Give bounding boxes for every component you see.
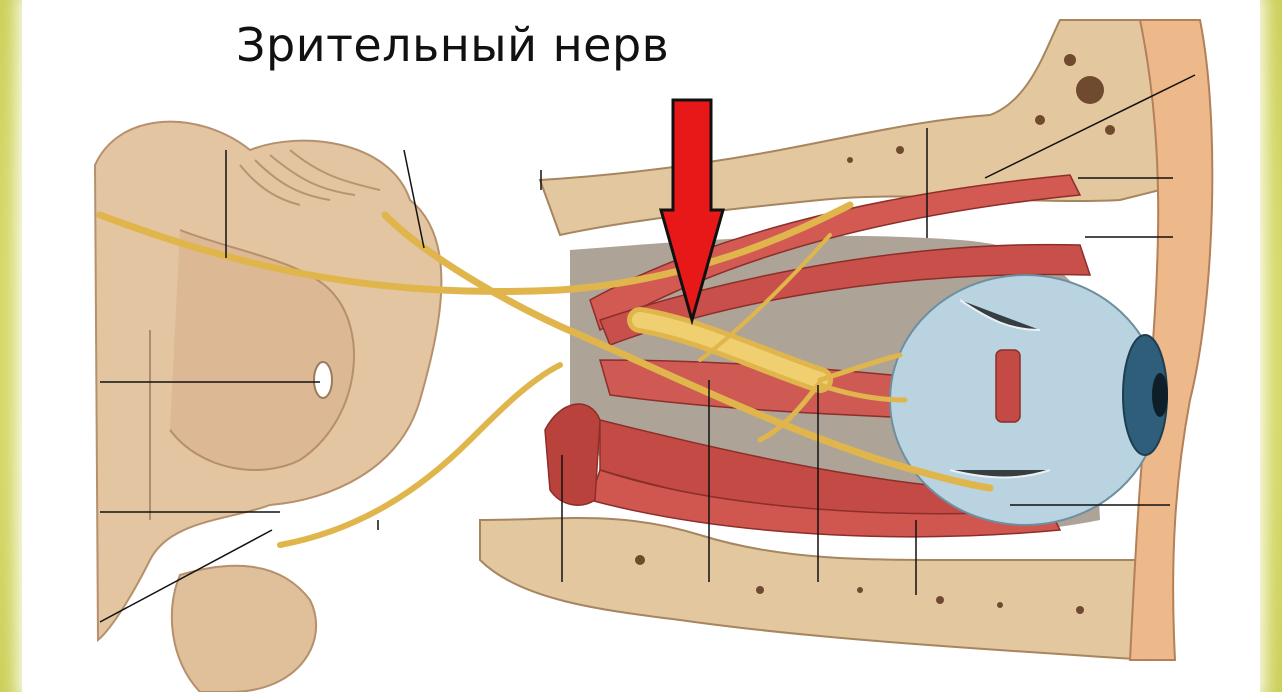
eyeball (890, 275, 1168, 525)
aqueduct-opening (314, 362, 332, 398)
pupil (1152, 373, 1168, 417)
brainstem (95, 122, 441, 692)
